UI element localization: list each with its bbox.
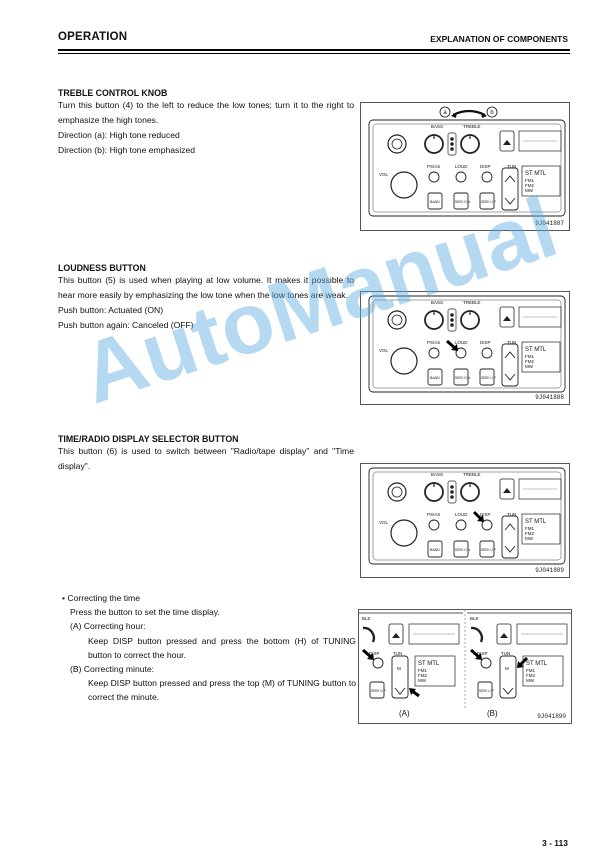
radio-label: FM2 — [525, 183, 534, 188]
radio-label: BASS — [431, 472, 443, 477]
radio-label: FM1 — [525, 526, 534, 531]
radio-label: TUN — [393, 651, 402, 656]
radio-label: SEEK U P — [479, 689, 494, 693]
loudness-section-text: This button (5) is used when playing at … — [58, 273, 354, 333]
figure-id: 9J041888 — [535, 394, 564, 401]
correcting-time-block: • Correcting the time Press the button t… — [62, 591, 356, 705]
display-desc: This button (6) is used to switch betwee… — [58, 446, 354, 471]
radio-label: PS/AS — [427, 340, 440, 345]
radio-label: ST MTL — [418, 661, 440, 667]
radio-label: ST MTL — [525, 171, 547, 177]
radio-label: FM2 — [526, 673, 535, 678]
header-chapter-title: EXPLANATION OF COMPONENTS — [430, 34, 568, 44]
radio-label: SEEK U P — [481, 548, 496, 552]
radio-label: SEEK D N — [455, 548, 471, 552]
loudness-desc: This button (5) is used when playing at … — [58, 275, 354, 300]
display-section-text: This button (6) is used to switch betwee… — [58, 444, 354, 474]
time-correction-figure: BLE DISP TUN M ST MTL FM1 FM2 MW SEEK U … — [358, 609, 572, 724]
radio-label: LOUD — [455, 164, 468, 169]
header-rule-thin — [58, 53, 570, 54]
radio-label: DISP — [477, 651, 488, 656]
radio-label: MW — [525, 536, 534, 541]
radio-label: BAND — [430, 548, 440, 552]
radio-label: FM1 — [525, 354, 534, 359]
radio-label: TREBLE — [463, 472, 481, 477]
bullet-head: • Correcting the time — [62, 593, 140, 603]
bullet-b-text: Keep DISP button pressed and press the t… — [88, 678, 356, 703]
radio-label: ST MTL — [525, 347, 547, 353]
bullet-a-label: (A) Correcting hour: — [70, 621, 146, 632]
dir-b-label: b — [490, 110, 494, 116]
header-section-title: OPERATION — [58, 31, 128, 43]
radio-label: DISP — [480, 512, 491, 517]
radio-label: LOUD — [455, 512, 468, 517]
radio-label: FM1 — [418, 668, 427, 673]
radio-label: BLE — [362, 616, 371, 621]
sub-a-label: (A) — [399, 709, 410, 718]
sub-b-label: (B) — [487, 709, 498, 718]
radio-label: PS/AS — [427, 512, 440, 517]
radio-label: SEEK D N — [455, 200, 471, 204]
radio-label: BLE — [470, 616, 479, 621]
loudness-on: Push button: Actuated (ON) — [58, 305, 164, 315]
loudness-section-title: LOUDNESS BUTTON — [58, 263, 146, 273]
radio-label: BAND — [430, 200, 440, 204]
radio-label: ST MTL — [525, 519, 547, 525]
radio-label: VOL — [379, 172, 389, 177]
treble-figure: a b BASS TREBLE VOL PS/AS LOU — [360, 102, 570, 231]
radio-label: ST MTL — [526, 661, 548, 667]
bullet-a-text: Keep DISP button pressed and press the b… — [88, 635, 356, 660]
display-section-title: TIME/RADIO DISPLAY SELECTOR BUTTON — [58, 434, 239, 444]
bullet-b-label: (B) Correcting minute: — [70, 664, 155, 675]
radio-label: DISP — [480, 164, 491, 169]
radio-label: TREBLE — [463, 300, 481, 305]
radio-label: PS/AS — [427, 164, 440, 169]
radio-label: SEEK U P — [481, 200, 496, 204]
figure-id: 9J041890 — [537, 713, 566, 720]
radio-label: SEEK D N — [455, 376, 471, 380]
display-figure: BASS TREBLE VOL PS/AS LOUD DISP TUN — [360, 463, 570, 578]
radio-label: BASS — [431, 124, 443, 129]
radio-label: DISP — [369, 651, 380, 656]
radio-label: FM1 — [526, 668, 535, 673]
header-rule — [58, 49, 570, 51]
radio-label: M — [505, 666, 509, 671]
treble-section-text: Turn this button (4) to the left to redu… — [58, 98, 354, 158]
dir-a-label: a — [443, 110, 447, 116]
radio-label: BAND — [430, 376, 440, 380]
radio-label: TUN — [507, 340, 516, 345]
treble-dir-a: Direction (a): High tone reduced — [58, 130, 180, 140]
radio-label: TUN — [507, 512, 516, 517]
radio-label: FM2 — [525, 531, 534, 536]
radio-label: SEEK U P — [371, 689, 386, 693]
radio-label: MW — [526, 678, 535, 683]
radio-label: FM1 — [525, 178, 534, 183]
page-number: 3 - 113 — [542, 838, 568, 848]
radio-label: VOL — [379, 348, 389, 353]
treble-section-title: TREBLE CONTROL KNOB — [58, 88, 168, 98]
treble-desc: Turn this button (4) to the left to redu… — [58, 100, 354, 125]
radio-label: BASS — [431, 300, 443, 305]
radio-label: LOUD — [455, 340, 468, 345]
radio-label: M — [397, 666, 401, 671]
loudness-off: Push button again: Canceled (OFF) — [58, 320, 194, 330]
radio-label: MW — [525, 364, 534, 369]
radio-label: TUN — [501, 651, 510, 656]
radio-label: TREBLE — [463, 124, 481, 129]
loudness-figure: BASS TREBLE VOL PS/AS LOUD DISP TUN — [360, 291, 570, 405]
radio-label: SEEK U P — [481, 376, 496, 380]
radio-label: FM2 — [525, 359, 534, 364]
radio-label: DISP — [480, 340, 491, 345]
radio-label: TUN — [507, 164, 516, 169]
figure-id: 9J041889 — [535, 567, 564, 574]
radio-label: MW — [418, 678, 427, 683]
figure-id: 9J041887 — [535, 220, 564, 227]
treble-dir-b: Direction (b): High tone emphasized — [58, 145, 196, 155]
radio-label: FM2 — [418, 673, 427, 678]
bullet-intro: Press the button to set the time display… — [70, 607, 220, 618]
radio-label: MW — [525, 188, 534, 193]
radio-label: VOL — [379, 520, 389, 525]
